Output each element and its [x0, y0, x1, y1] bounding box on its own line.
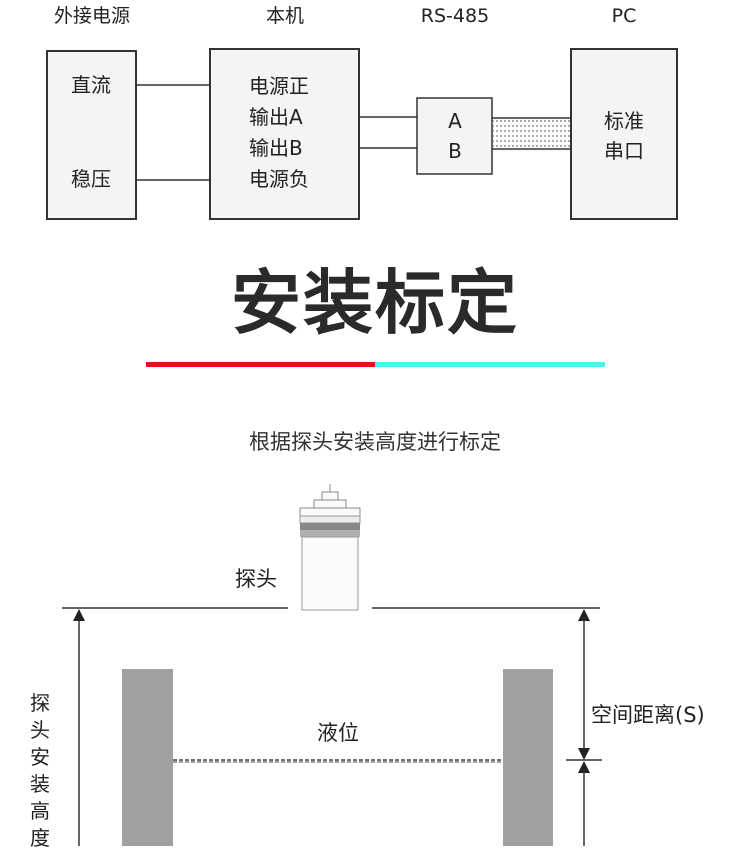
header-external-power: 外接电源	[54, 5, 130, 27]
header-pc: PC	[612, 5, 637, 27]
title-underline-red	[146, 362, 375, 367]
space-distance-label: 空间距离(S)	[591, 703, 705, 727]
calibration-caption: 根据探头安装高度进行标定	[249, 430, 501, 454]
level-arrow-up-icon	[578, 761, 590, 773]
wiring-diagram: 外接电源 本机 RS-485 PC 直流 稳压 电源正 输出A 输出B 电源负 …	[46, 5, 678, 220]
title-underline-cyan	[375, 362, 605, 367]
device-box	[209, 48, 360, 220]
device-terminal-power-negative: 电源负	[249, 167, 309, 191]
power-box-top-label: 直流	[71, 73, 111, 97]
header-device: 本机	[266, 5, 304, 27]
power-box-bottom-label: 稳压	[71, 167, 111, 191]
rs485-terminal-b: B	[448, 139, 462, 163]
section-title: 安装标定	[231, 262, 519, 344]
rs485-terminal-a: A	[448, 109, 462, 133]
device-terminal-power-positive: 电源正	[249, 74, 309, 98]
serial-cable	[492, 120, 571, 147]
probe-height-label: 探头安装高度	[30, 691, 50, 850]
tank-wall-right	[503, 669, 553, 846]
tank-wall-left	[122, 669, 173, 846]
pc-box	[570, 48, 678, 220]
probe-sensor-icon	[299, 484, 361, 611]
device-terminal-output-a: 输出A	[249, 105, 303, 129]
probe-label: 探头	[235, 567, 277, 591]
pc-box-line-2: 串口	[604, 139, 644, 163]
rs485-box	[416, 97, 493, 175]
calibration-diagram: 探头 液位 空间距离(S)	[62, 484, 705, 846]
pc-box-line-1: 标准	[604, 109, 644, 133]
device-terminal-output-b: 输出B	[249, 136, 303, 160]
header-rs485: RS-485	[421, 5, 489, 27]
height-arrow-head-icon	[73, 609, 85, 621]
liquid-level-label: 液位	[317, 721, 359, 745]
space-arrow-top-icon	[578, 609, 590, 621]
space-arrow-bottom-icon	[578, 748, 590, 760]
power-box	[46, 50, 137, 220]
